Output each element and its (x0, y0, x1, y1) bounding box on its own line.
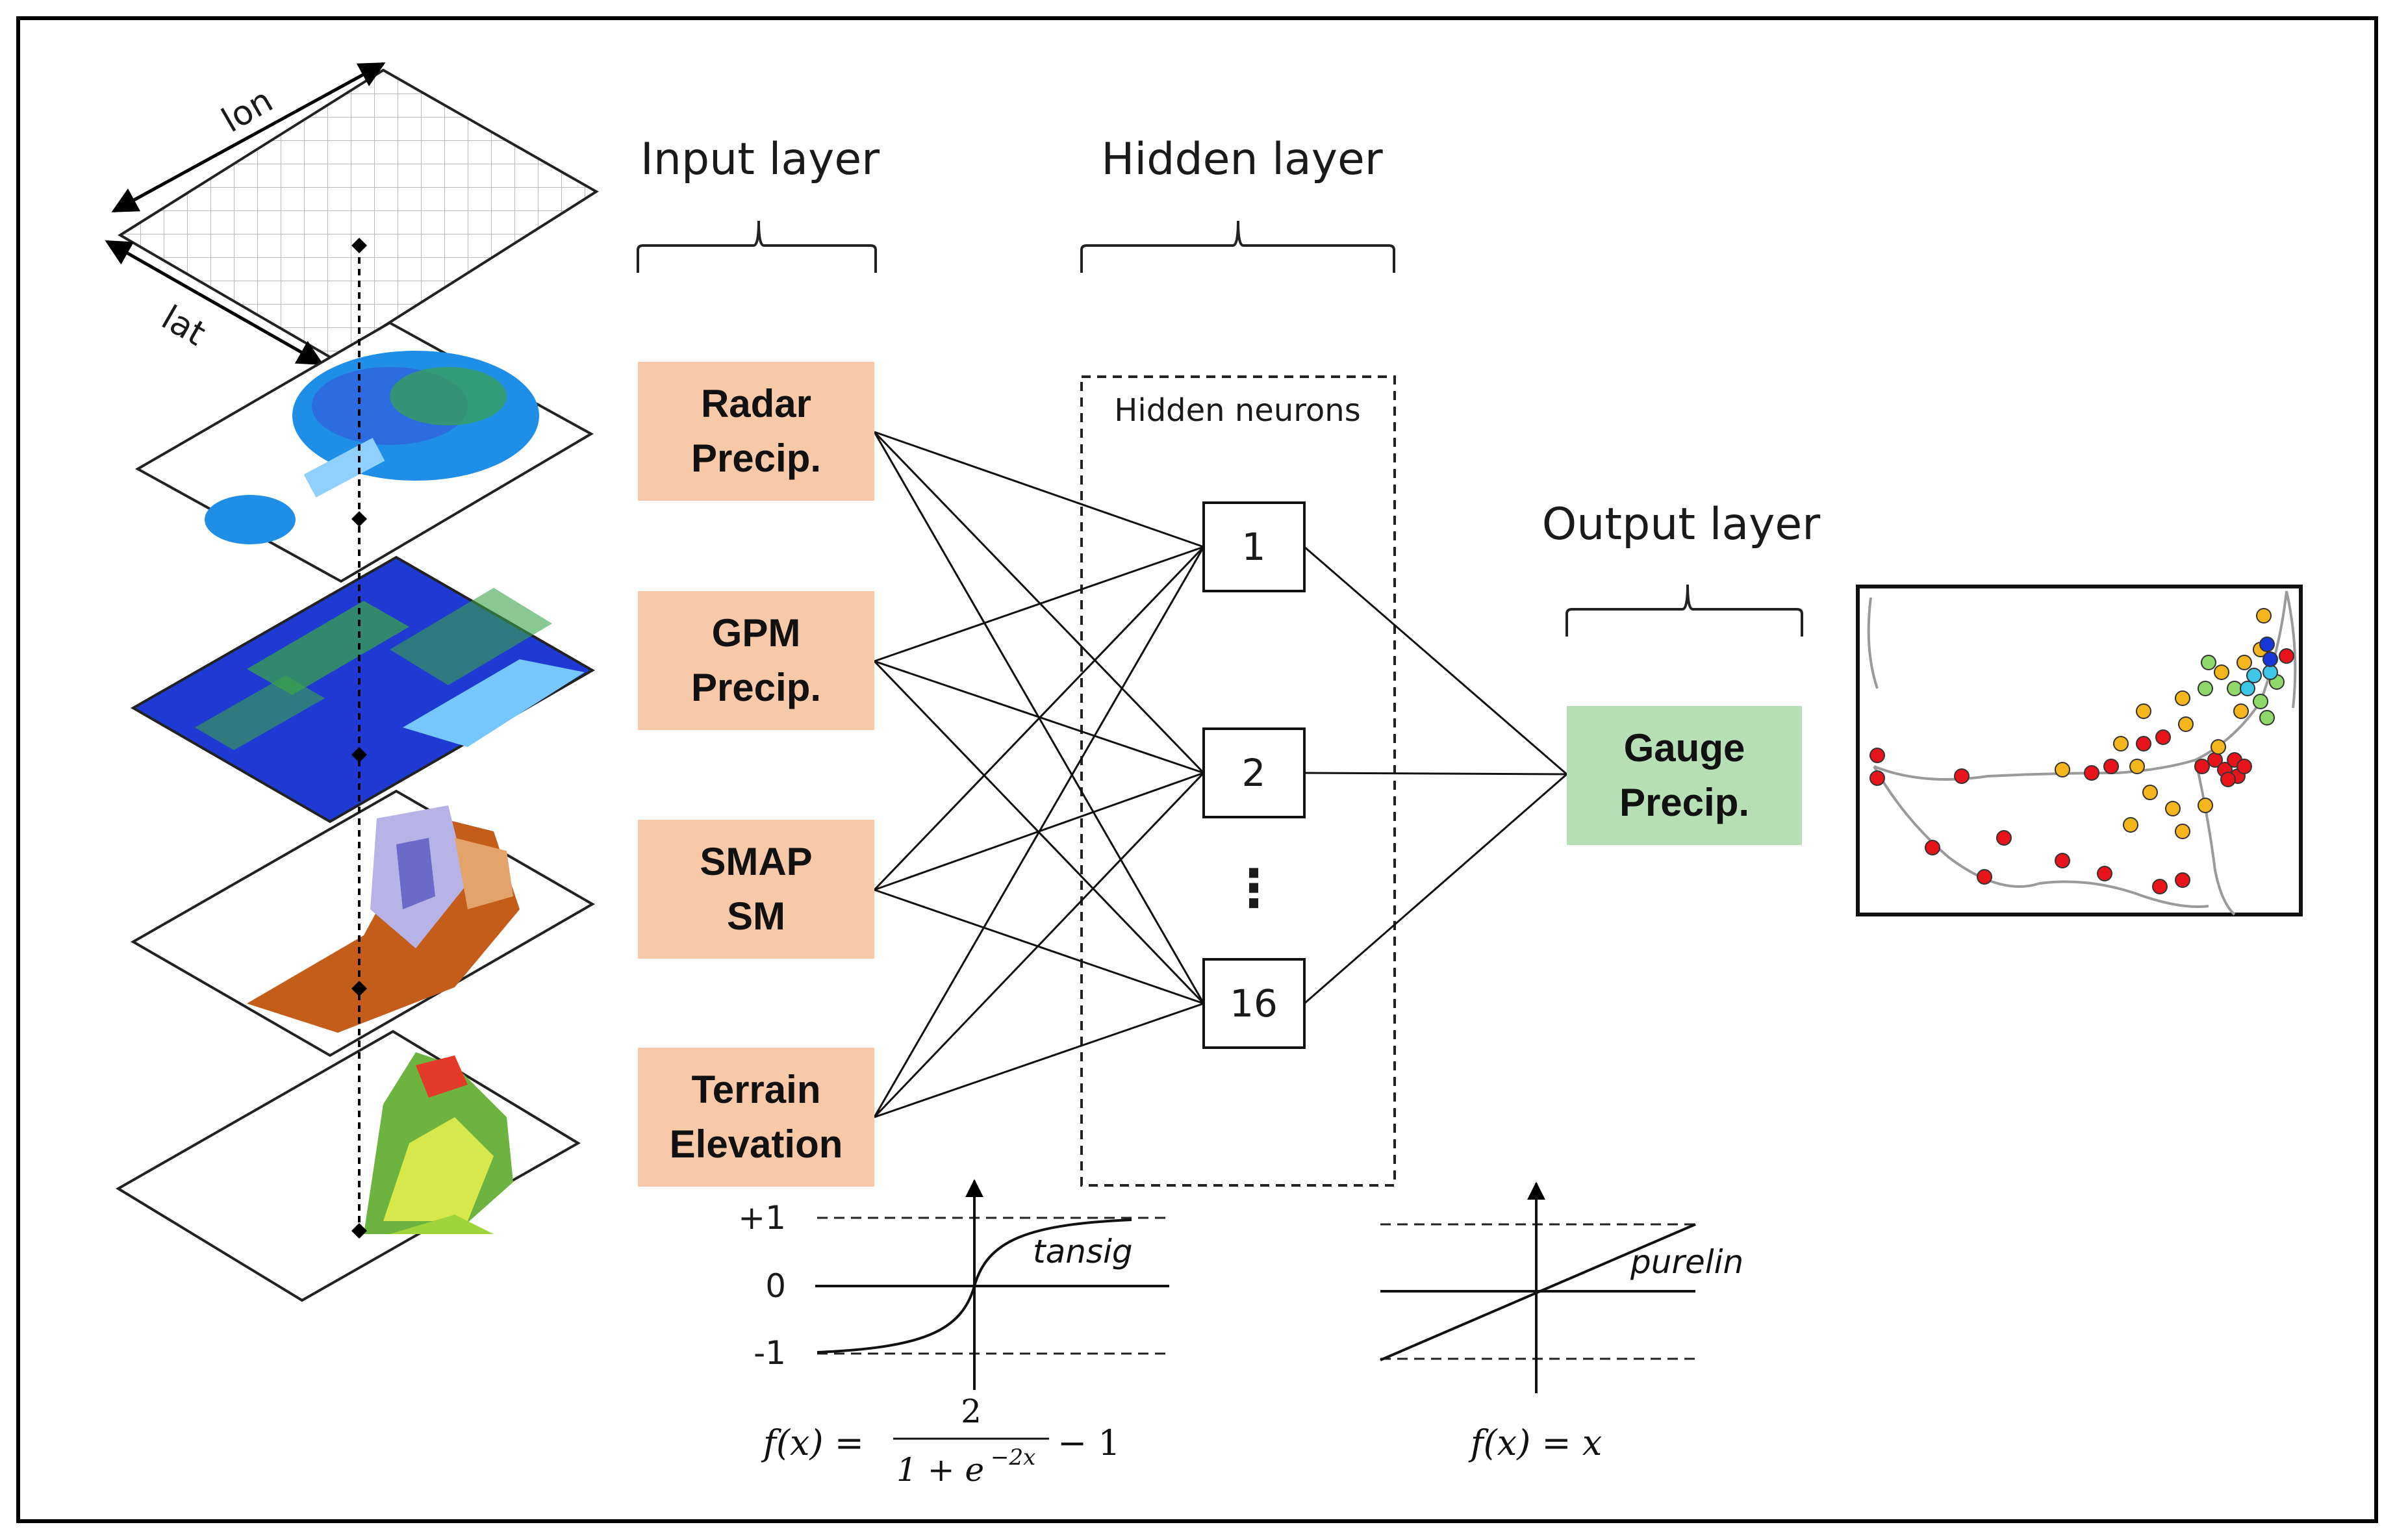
input-box-radar: Radar Precip. (638, 362, 874, 501)
hidden-brace (1080, 220, 1395, 273)
purelin-label: purelin (1630, 1243, 1743, 1281)
svg-text:Radar: Radar (701, 382, 811, 425)
purelin-plot: purelin f(x) = x (1380, 1181, 1743, 1463)
output-box-gauge: Gauge Precip. (1567, 706, 1802, 845)
input-boxes: Radar Precip. GPM Precip. SMAP SM Terrai… (638, 362, 874, 1187)
input-box-terrain: Terrain Elevation (638, 1048, 874, 1187)
svg-text:Precip.: Precip. (691, 666, 821, 709)
svg-text:16: 16 (1230, 981, 1278, 1026)
neuron-2: 2 (1202, 727, 1306, 818)
pixel-markers (351, 238, 367, 1239)
hidden-layer-header: Hidden layer (1101, 134, 1383, 185)
tansig-plot: tansig +1 0 -1 f(x) = 2 1 + e −2x − 1 (738, 1179, 1169, 1489)
layer-stack: lon lat (105, 62, 599, 1302)
purelin-formula: f(x) = x (1468, 1422, 1603, 1463)
svg-text:Precip.: Precip. (1619, 781, 1749, 824)
tansig-formula-lhs: f(x) = (761, 1422, 864, 1463)
svg-text:Terrain: Terrain (692, 1068, 821, 1111)
svg-text:SM: SM (727, 894, 785, 938)
tansig-formula-exp: −2x (991, 1445, 1035, 1471)
neuron-1: 1 (1202, 501, 1306, 592)
tansig-label: tansig (1033, 1233, 1133, 1270)
gauge-map (1856, 585, 2303, 916)
output-brace (1565, 584, 1803, 637)
svg-text:Precip.: Precip. (691, 436, 821, 480)
svg-text:GPM: GPM (712, 611, 801, 655)
tansig-formula-den: 1 + e (896, 1451, 984, 1489)
svg-text:SMAP: SMAP (700, 840, 812, 883)
neurons: 1 2 ⋮ 16 (1202, 501, 1306, 1049)
hidden-neurons-box (1080, 375, 1396, 1187)
gpm-map-layer (130, 555, 596, 824)
svg-text:2: 2 (1242, 751, 1266, 795)
radar-map-layer (134, 321, 594, 583)
input-layer-header: Input layer (640, 134, 880, 185)
tansig-tick-minus1: -1 (754, 1334, 786, 1372)
tansig-curve (817, 1218, 1132, 1354)
neuron-ellipsis: ⋮ (1228, 858, 1280, 918)
input-brace (637, 220, 877, 273)
tansig-tick-plus1: +1 (738, 1199, 786, 1237)
terrain-map-layer (116, 1029, 581, 1302)
input-box-gpm: GPM Precip. (638, 591, 874, 730)
tansig-formula-num: 2 (961, 1393, 982, 1430)
svg-text:Elevation: Elevation (670, 1122, 843, 1166)
hidden-neurons-label: Hidden neurons (1114, 392, 1360, 429)
connections (873, 431, 1567, 1118)
neuron-16: 16 (1202, 958, 1306, 1049)
purelin-line (1380, 1223, 1696, 1361)
tansig-formula-tail: − 1 (1058, 1422, 1121, 1463)
input-box-smap: SMAP SM (638, 820, 874, 959)
smap-map-layer (130, 789, 596, 1057)
svg-text:Gauge: Gauge (1624, 726, 1745, 770)
tansig-tick-0: 0 (765, 1267, 786, 1305)
svg-text:1: 1 (1242, 525, 1266, 569)
output-layer-header: Output layer (1542, 499, 1820, 550)
